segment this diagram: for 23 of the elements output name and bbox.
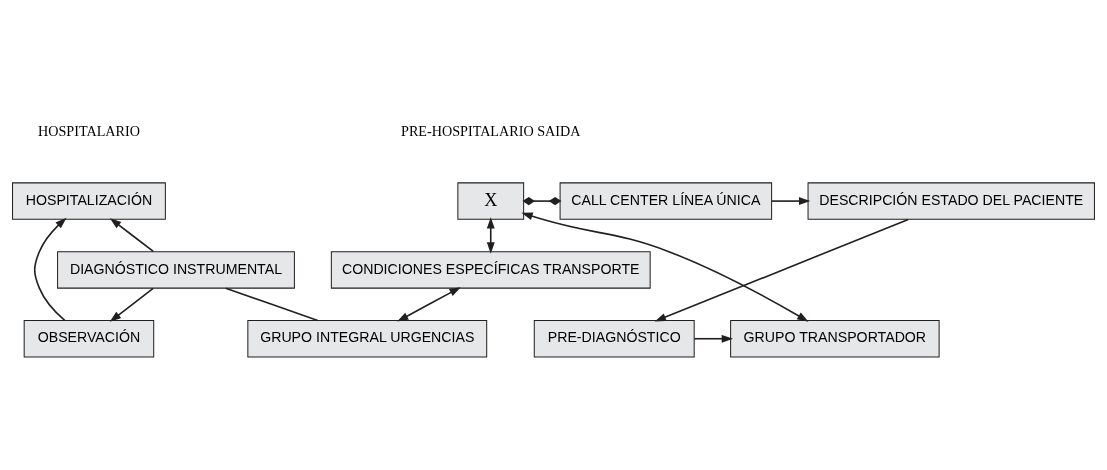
arrow bbox=[654, 218, 910, 321]
node-box: CONDICIONES ESPECÍFICAS TRANSPORTE bbox=[330, 250, 651, 289]
arrow bbox=[109, 217, 155, 252]
arrow bbox=[109, 287, 154, 322]
node-box: HOSPITALIZACIÓN bbox=[12, 181, 166, 220]
node-box: DIAGNÓSTICO INSTRUMENTAL bbox=[57, 250, 295, 289]
connector bbox=[224, 287, 319, 321]
label: PRE-HOSPITALARIO SAIDA bbox=[401, 122, 581, 139]
connector bbox=[522, 196, 562, 205]
arrow bbox=[33, 217, 67, 321]
arrow bbox=[693, 334, 734, 343]
node-box: GRUPO TRANSPORTADOR bbox=[730, 319, 940, 357]
node-box: CALL CENTER LÍNEA ÚNICA bbox=[559, 181, 773, 220]
arrow bbox=[770, 196, 811, 205]
node-box: DESCRIPCIÓN ESTADO DEL PACIENTE bbox=[807, 181, 1095, 220]
arrow bbox=[521, 211, 809, 322]
node-box: X bbox=[457, 181, 525, 220]
label: HOSPITALARIO bbox=[37, 122, 140, 139]
arrow bbox=[486, 216, 495, 254]
node-box: OBSERVACIÓN bbox=[23, 319, 155, 357]
node-box: GRUPO INTEGRAL URGENCIAS bbox=[247, 319, 488, 357]
node-box: PRE-DIAGNÓSTICO bbox=[533, 319, 695, 357]
arrow bbox=[397, 286, 461, 322]
